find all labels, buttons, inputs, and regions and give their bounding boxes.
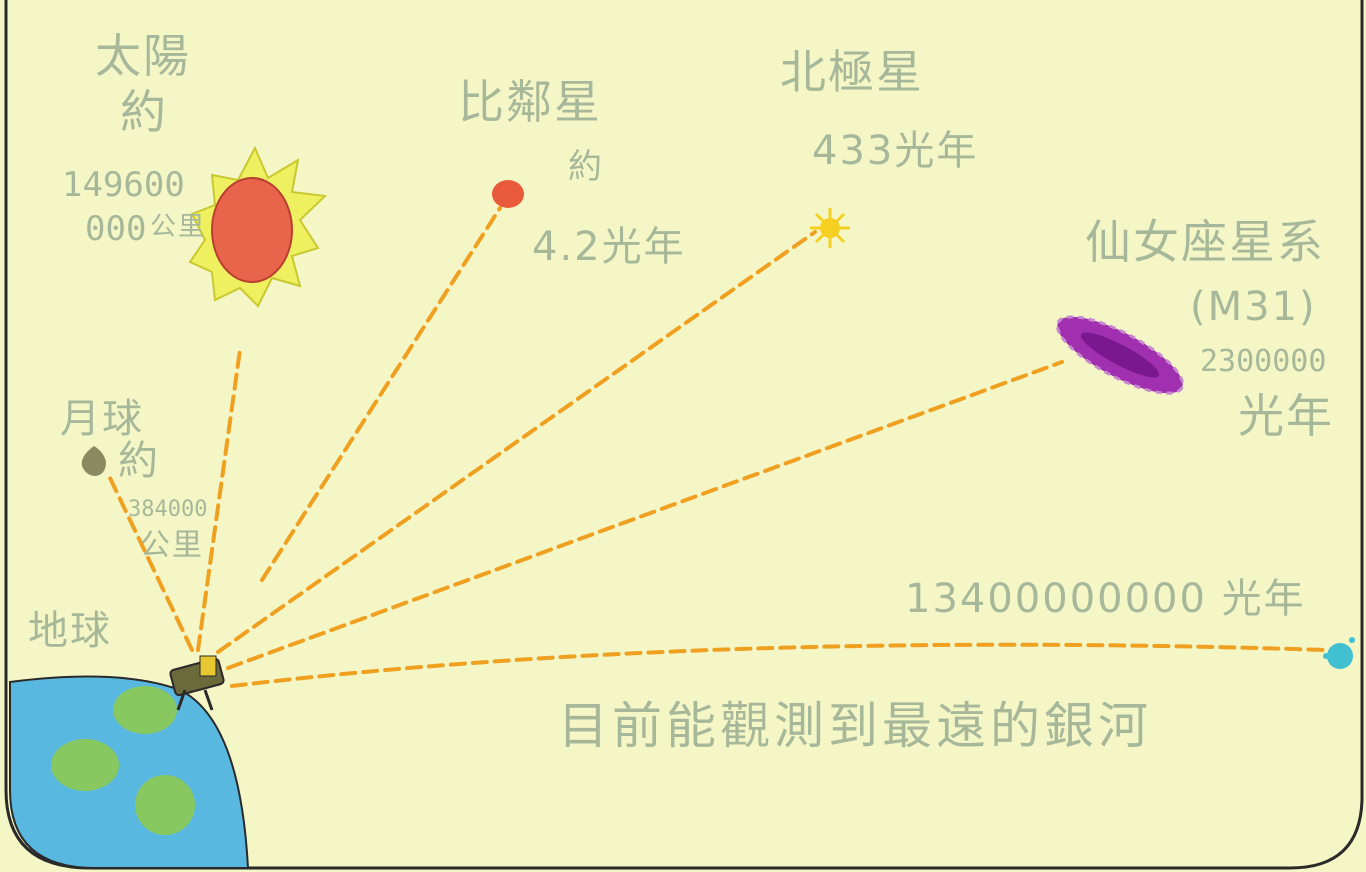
moon-unit: 公里 bbox=[140, 528, 204, 563]
polaris-distance: 433光年 bbox=[812, 128, 979, 174]
sightlines bbox=[108, 206, 1328, 688]
farthest-caption: 目前能觀測到最遠的銀河 bbox=[558, 697, 1152, 755]
andromeda-distance: 2300000 bbox=[1200, 344, 1327, 379]
proxima-label: 比鄰星 bbox=[458, 75, 602, 129]
telescope-icon bbox=[169, 655, 225, 711]
earth-land bbox=[113, 686, 177, 734]
moon-distance: 384000 bbox=[128, 497, 208, 522]
proxima-drawing bbox=[492, 180, 524, 208]
sun-label: 太陽 bbox=[95, 29, 191, 83]
ray-to-sun bbox=[196, 348, 242, 652]
proxima-about: 約 bbox=[568, 147, 604, 187]
polaris-label: 北極星 bbox=[780, 45, 924, 99]
ray-to-moon bbox=[108, 476, 194, 652]
farthest-galaxy-drawing bbox=[1323, 637, 1355, 669]
proxima-distance: 4.2光年 bbox=[532, 224, 686, 270]
sun-distance-line1: 149600 bbox=[62, 165, 185, 205]
ray-to-polaris bbox=[216, 230, 817, 654]
earth-land bbox=[51, 739, 119, 791]
sun-distance-line2: 000 bbox=[85, 209, 147, 249]
earth-label: 地球 bbox=[28, 608, 112, 654]
farthest-distance: 13400000000 光年 bbox=[905, 576, 1306, 622]
sun-unit: 公里 bbox=[150, 212, 207, 242]
ray-to-andromeda bbox=[226, 360, 1064, 670]
andromeda-label: 仙女座星系 bbox=[1085, 215, 1325, 269]
earth-land bbox=[135, 775, 195, 835]
earth-drawing bbox=[9, 655, 250, 869]
ray-to-proxima bbox=[260, 206, 502, 582]
sun-drawing bbox=[188, 145, 328, 308]
andromeda-code: (M31) bbox=[1190, 284, 1317, 330]
moon-label: 月球 bbox=[60, 396, 144, 442]
moon-drawing bbox=[81, 446, 106, 476]
polaris-drawing bbox=[810, 208, 850, 248]
andromeda-unit: 光年 bbox=[1238, 389, 1334, 443]
sun-core bbox=[211, 177, 293, 283]
ray-to-farthest bbox=[230, 642, 1328, 688]
moon-about: 約 bbox=[118, 438, 160, 484]
sun-about: 約 bbox=[120, 85, 168, 139]
andromeda-drawing bbox=[1055, 315, 1185, 395]
